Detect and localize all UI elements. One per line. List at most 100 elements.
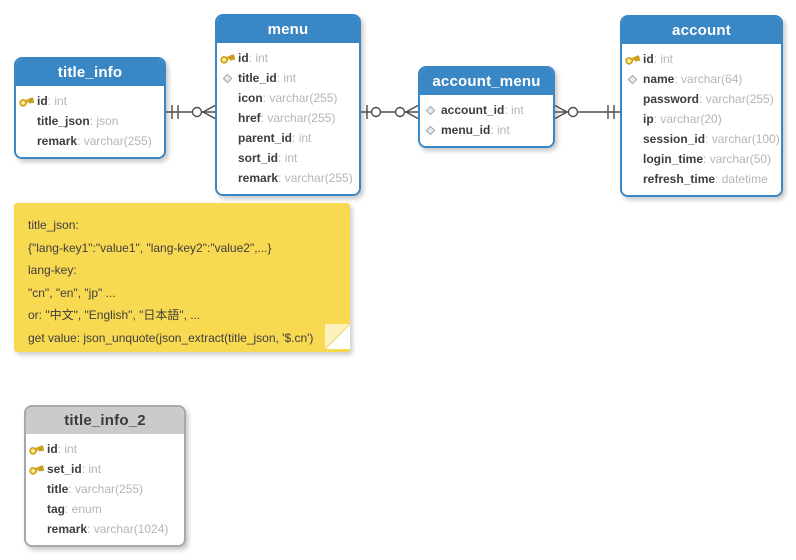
field-name: tag: [47, 502, 65, 516]
field-row-account_menu-menu_id[interactable]: menu_idint: [420, 120, 553, 140]
field-row-menu-parent_id[interactable]: parent_idint: [217, 128, 359, 148]
field-type: varchar(255): [699, 92, 774, 106]
primary-key-icon: [26, 443, 47, 456]
table-header-account_menu[interactable]: account_menu: [420, 68, 553, 95]
field-name: id: [47, 442, 58, 456]
field-name: set_id: [47, 462, 82, 476]
note-line: or: "中文", "English", "日本語", ...: [28, 308, 201, 322]
field-name: id: [643, 52, 654, 66]
table-header-title_info_2[interactable]: title_info_2: [26, 407, 184, 434]
field-row-account-refresh_time[interactable]: refresh_timedatetime: [622, 169, 781, 189]
field-type: int: [249, 51, 268, 65]
field-name: title_id: [238, 71, 277, 85]
field-type: varchar(255): [261, 111, 335, 125]
field-type: varchar(255): [68, 482, 143, 496]
primary-key-icon: [26, 463, 47, 476]
field-row-title_info_2-remark[interactable]: remarkvarchar(1024): [26, 519, 184, 539]
field-type: datetime: [715, 172, 768, 186]
field-type: varchar(255): [263, 91, 337, 105]
table-title_info_2[interactable]: title_info_2idintset_idinttitlevarchar(2…: [24, 405, 186, 547]
field-name: title: [47, 482, 69, 496]
field-name: session_id: [643, 132, 706, 146]
foreign-key-diamond-icon: [217, 73, 238, 84]
field-row-menu-id[interactable]: idint: [217, 48, 359, 68]
note-fold-corner-icon: [324, 323, 351, 352]
field-row-menu-icon[interactable]: iconvarchar(255): [217, 88, 359, 108]
field-type: int: [490, 123, 510, 137]
field-row-account-name[interactable]: namevarchar(64): [622, 69, 781, 89]
field-row-title_info_2-tag[interactable]: tagenum: [26, 499, 184, 519]
field-name: title_json: [37, 114, 90, 128]
field-type: int: [278, 151, 298, 165]
note-line: title_json:: [28, 218, 79, 232]
field-name: remark: [47, 522, 88, 536]
field-name: ip: [643, 112, 654, 126]
table-body: idinttitle_idinticonvarchar(255)hrefvarc…: [217, 43, 359, 194]
table-body: idinttitle_jsonjsonremarkvarchar(255): [16, 86, 164, 157]
field-row-account-session_id[interactable]: session_idvarchar(100): [622, 129, 781, 149]
field-name: remark: [37, 134, 78, 148]
table-body: idintset_idinttitlevarchar(255)tagenumre…: [26, 434, 184, 545]
foreign-key-diamond-icon: [420, 125, 441, 136]
field-type: varchar(255): [77, 134, 152, 148]
table-header-account[interactable]: account: [622, 17, 781, 44]
note-line: get value: json_unquote(json_extract(tit…: [28, 330, 314, 345]
table-body: account_idintmenu_idint: [420, 95, 553, 146]
field-row-title_info_2-set_id[interactable]: set_idint: [26, 459, 184, 479]
field-type: varchar(100): [705, 132, 780, 146]
connector-menu-account_menu[interactable]: [361, 104, 419, 120]
field-name: login_time: [643, 152, 704, 166]
field-row-account-password[interactable]: passwordvarchar(255): [622, 89, 781, 109]
note-line: lang-key:: [28, 263, 77, 277]
field-type: varchar(64): [674, 72, 742, 86]
field-row-menu-title_id[interactable]: title_idint: [217, 68, 359, 88]
field-row-title_info-remark[interactable]: remarkvarchar(255): [16, 131, 164, 151]
primary-key-icon: [217, 52, 238, 65]
field-row-title_info_2-title[interactable]: titlevarchar(255): [26, 479, 184, 499]
foreign-key-diamond-icon: [420, 105, 441, 116]
foreign-key-diamond-icon: [622, 74, 643, 85]
field-type: int: [504, 103, 524, 117]
field-row-account-login_time[interactable]: login_timevarchar(50): [622, 149, 781, 169]
connector-title_info-menu[interactable]: [166, 104, 216, 120]
field-name: id: [37, 94, 48, 108]
field-type: int: [58, 442, 77, 456]
field-name: sort_id: [238, 151, 279, 165]
sticky-note[interactable]: title_json:{"lang-key1":"value1", "lang-…: [14, 203, 351, 352]
field-row-menu-href[interactable]: hrefvarchar(255): [217, 108, 359, 128]
table-header-menu[interactable]: menu: [217, 16, 359, 43]
field-name: menu_id: [441, 123, 491, 137]
field-type: int: [277, 71, 296, 85]
field-name: account_id: [441, 103, 505, 117]
table-account[interactable]: accountidintnamevarchar(64)passwordvarch…: [620, 15, 783, 197]
field-row-menu-sort_id[interactable]: sort_idint: [217, 148, 359, 168]
table-menu[interactable]: menuidinttitle_idinticonvarchar(255)href…: [215, 14, 361, 196]
field-type: int: [292, 131, 312, 145]
primary-key-icon: [16, 95, 37, 108]
table-title_info[interactable]: title_infoidinttitle_jsonjsonremarkvarch…: [14, 57, 166, 159]
field-type: json: [90, 114, 118, 128]
field-row-title_info-title_json[interactable]: title_jsonjson: [16, 111, 164, 131]
field-row-title_info-id[interactable]: idint: [16, 91, 164, 111]
note-line: "cn", "en", "jp" ...: [28, 285, 116, 300]
field-type: varchar(20): [654, 112, 721, 126]
field-type: int: [654, 52, 673, 66]
field-row-account_menu-account_id[interactable]: account_idint: [420, 100, 553, 120]
primary-key-icon: [622, 53, 643, 66]
field-name: id: [238, 51, 249, 65]
field-name: remark: [238, 171, 279, 185]
field-row-menu-remark[interactable]: remarkvarchar(255): [217, 168, 359, 188]
connector-account_menu-account[interactable]: [554, 104, 620, 120]
field-name: name: [643, 72, 675, 86]
field-row-account-id[interactable]: idint: [622, 49, 781, 69]
field-row-title_info_2-id[interactable]: idint: [26, 439, 184, 459]
field-name: password: [643, 92, 700, 106]
field-type: varchar(1024): [87, 522, 169, 536]
table-header-title_info[interactable]: title_info: [16, 59, 164, 86]
field-row-account-ip[interactable]: ipvarchar(20): [622, 109, 781, 129]
table-body: idintnamevarchar(64)passwordvarchar(255)…: [622, 44, 781, 195]
field-type: varchar(255): [278, 171, 353, 185]
field-type: int: [48, 94, 67, 108]
